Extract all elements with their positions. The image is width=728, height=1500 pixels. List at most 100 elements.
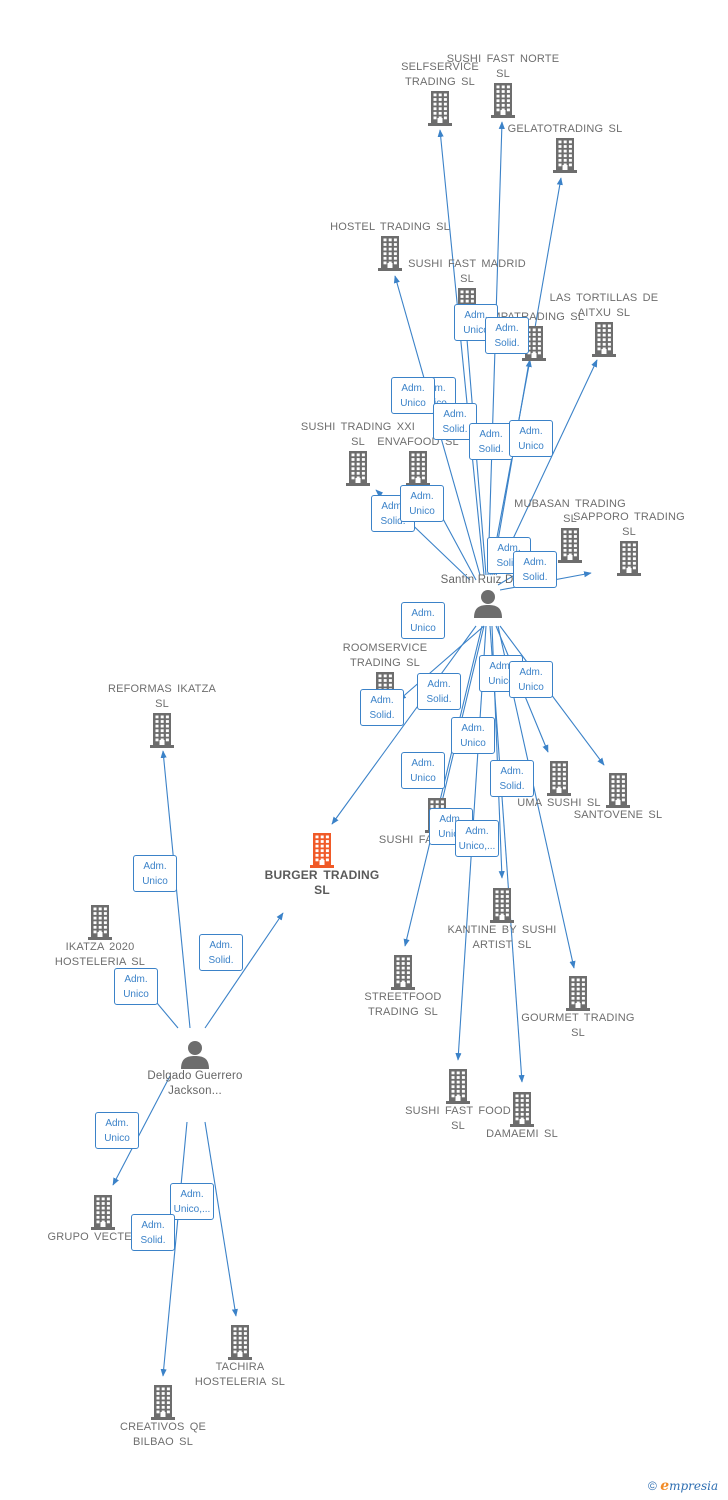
node-label: SANTOVENE SL	[573, 809, 663, 821]
building-icon	[88, 905, 112, 940]
company-node-selfservice[interactable]: SELFSERVICE TRADING SL	[380, 60, 500, 126]
node-label: LAS TORTILLAS DE AITXU SL	[549, 292, 659, 319]
edge-delgado-burger	[204, 912, 284, 1029]
company-node-sushinorte[interactable]: SUSHI FAST NORTE SL	[443, 52, 563, 118]
company-node-tortillas[interactable]: LAS TORTILLAS DE AITXU SL	[544, 291, 664, 357]
relation-badge-santin-gelato[interactable]: Adm. Solid.	[485, 317, 529, 354]
building-icon	[547, 761, 571, 796]
node-label: Santin Ruiz David	[440, 574, 536, 586]
building-icon	[510, 1092, 534, 1127]
building-icon	[617, 541, 641, 576]
company-node-kantine[interactable]: KANTINE BY SUSHI ARTIST SL	[442, 887, 562, 953]
node-label: SAPPORO TRADING SL	[573, 511, 685, 538]
edge-santin-damaemi	[489, 625, 525, 1083]
relation-badge-delgado-creativos[interactable]: Adm. Solid.	[131, 1214, 175, 1251]
node-label: ROOMSERVICE TRADING SL	[342, 642, 428, 669]
relation-badge-santin-kantine[interactable]: Adm. Unico	[451, 717, 495, 754]
building-icon	[406, 451, 430, 486]
node-label: TACHIRA HOSTELERIA SL	[194, 1361, 286, 1388]
node-label: HOSTEL TRADING SL	[330, 221, 450, 233]
person-icon	[181, 1041, 209, 1069]
node-label: UMA SUSHI SL	[517, 797, 601, 809]
company-node-reformas[interactable]: REFORMAS IKATZA SL	[102, 682, 222, 748]
node-label: IKATZA 2020 HOSTELERIA SL	[54, 941, 146, 968]
node-label: REFORMAS IKATZA SL	[107, 683, 217, 710]
relation-badge-delgado-vectes[interactable]: Adm. Unico	[95, 1112, 139, 1149]
relation-badge-delgado-burger[interactable]: Adm. Solid.	[199, 934, 243, 971]
building-icon	[91, 1195, 115, 1230]
relation-badge-santin-santovene[interactable]: Adm. Unico	[509, 661, 553, 698]
relation-badge-santin-tortillas[interactable]: Adm. Unico	[509, 420, 553, 457]
building-icon	[446, 1069, 470, 1104]
relation-badge-santin-empatrading[interactable]: Adm. Solid.	[469, 423, 513, 460]
company-node-umasushi[interactable]: UMA SUSHI SL	[499, 760, 619, 811]
person-node-santin[interactable]: Santin Ruiz David	[428, 573, 548, 618]
relation-badge-santin-sapporo[interactable]: Adm. Solid.	[513, 551, 557, 588]
node-label: SELFSERVICE TRADING SL	[401, 61, 479, 88]
relation-badge-santin-damaemi[interactable]: Adm. Unico,...	[455, 820, 499, 857]
company-node-sushifood[interactable]: SUSHI FAST FOOD SL	[398, 1068, 518, 1134]
relation-badge-santin-envafood[interactable]: Adm. Unico	[400, 485, 444, 522]
relation-badge-santin-sushisur[interactable]: Adm. Solid.	[417, 673, 461, 710]
edge-delgado-vectes	[112, 1075, 171, 1186]
building-icon	[491, 83, 515, 118]
building-icon	[490, 888, 514, 923]
company-node-sapporo[interactable]: SAPPORO TRADING SL	[569, 510, 689, 576]
brand-logo[interactable]: empresia	[660, 1478, 719, 1494]
building-icon	[428, 91, 452, 126]
node-label: GELATOTRADING SL	[507, 123, 623, 135]
person-node-delgado[interactable]: Delgado Guerrero Jackson...	[135, 1039, 255, 1099]
company-node-hostel[interactable]: HOSTEL TRADING SL	[330, 220, 450, 271]
company-node-gourmet[interactable]: GOURMET TRADING SL	[518, 975, 638, 1041]
node-label: CREATIVOS QE BILBAO SL	[119, 1421, 207, 1448]
company-node-vectes[interactable]: GRUPO VECTES SL	[43, 1194, 163, 1245]
node-label: SUSHI FAST NORTE SL	[446, 53, 560, 80]
building-icon	[391, 955, 415, 990]
company-node-ikatza2020[interactable]: IKATZA 2020 HOSTELERIA SL	[40, 904, 160, 970]
person-icon	[474, 590, 502, 618]
building-icon	[310, 833, 334, 868]
company-node-gelato[interactable]: GELATOTRADING SL	[505, 122, 625, 173]
building-icon	[150, 713, 174, 748]
company-node-sushixxi[interactable]: SUSHI TRADING XXI SL	[298, 420, 418, 486]
node-label: DAMAEMI SL	[486, 1128, 558, 1140]
building-icon	[553, 138, 577, 173]
relation-badge-santin-roomservice[interactable]: Adm. Solid.	[360, 689, 404, 726]
building-icon	[151, 1385, 175, 1420]
relation-badge-delgado-tachira[interactable]: Adm. Unico,...	[170, 1183, 214, 1220]
building-icon	[558, 528, 582, 563]
company-node-streetfood[interactable]: STREETFOOD TRADING SL	[343, 954, 463, 1020]
relation-badge-delgado-ikatza2020[interactable]: Adm. Unico	[114, 968, 158, 1005]
relation-badge-santin-hostel[interactable]: Adm. Unico	[391, 377, 435, 414]
relation-badge-delgado-reformas[interactable]: Adm. Unico	[133, 855, 177, 892]
node-label: BURGER TRADING SL	[264, 868, 380, 897]
edge-santin-burger	[331, 625, 477, 825]
company-node-santovene[interactable]: SANTOVENE SL	[558, 772, 678, 823]
building-icon	[378, 236, 402, 271]
edge-delgado-creativos	[160, 1121, 188, 1377]
company-node-envafood[interactable]: ENVAFOOD SL	[358, 435, 478, 486]
building-icon	[606, 773, 630, 808]
company-node-creativos[interactable]: CREATIVOS QE BILBAO SL	[103, 1384, 223, 1450]
building-icon	[592, 322, 616, 357]
relation-badge-santin-gourmet[interactable]: Adm. Solid.	[490, 760, 534, 797]
building-icon	[566, 976, 590, 1011]
center-company-node[interactable]: BURGER TRADING SL	[262, 832, 382, 898]
relation-badge-santin-streetfood[interactable]: Adm. Unico	[401, 752, 445, 789]
node-label: SUSHI FAST FOOD SL	[405, 1105, 511, 1132]
building-icon	[522, 326, 546, 361]
footer-brand: © empresia	[648, 1478, 718, 1494]
edge-delgado-tachira	[204, 1121, 238, 1317]
node-label: SUSHI FAST MADRID SL	[408, 258, 526, 285]
copyright-symbol: ©	[648, 1479, 657, 1493]
company-node-damaemi[interactable]: DAMAEMI SL	[462, 1091, 582, 1142]
node-label: MUBASAN TRADING SL	[514, 498, 626, 525]
edge-santin-roomservice	[398, 625, 485, 701]
building-icon	[346, 451, 370, 486]
company-node-tachira[interactable]: TACHIRA HOSTELERIA SL	[180, 1324, 300, 1390]
building-icon	[228, 1325, 252, 1360]
node-label: STREETFOOD TRADING SL	[364, 991, 442, 1018]
relation-badge-santin-burger[interactable]: Adm. Unico	[401, 602, 445, 639]
company-node-mubasan[interactable]: MUBASAN TRADING SL	[510, 497, 630, 563]
